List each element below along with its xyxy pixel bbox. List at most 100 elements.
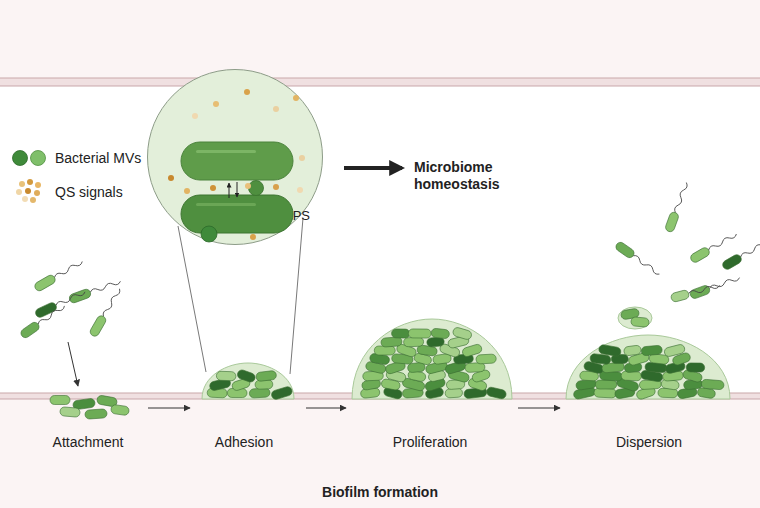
cell-body	[445, 388, 463, 398]
cell-body	[701, 379, 724, 390]
exchange-arrow	[229, 183, 230, 198]
bacterium	[270, 386, 293, 401]
cell-body	[595, 380, 616, 389]
bacterium	[594, 388, 617, 398]
bacterium	[216, 371, 236, 381]
eps-label: EPS	[284, 207, 310, 224]
bacterium	[255, 380, 273, 390]
cell-body	[663, 344, 685, 358]
bacteria-illustration	[19, 181, 760, 419]
qs-dot	[210, 185, 216, 191]
zoom-leader-line	[178, 226, 206, 372]
bacterium	[721, 237, 760, 271]
bacterium	[461, 343, 482, 357]
cell-body	[270, 386, 293, 401]
bacterium	[670, 281, 721, 303]
exchange-arrow	[237, 182, 238, 197]
bacterium	[408, 329, 431, 338]
bacterium	[631, 317, 650, 328]
bacterium-cell	[181, 142, 293, 180]
outcome-label: Microbiome homeostasis	[414, 159, 534, 193]
bacterium	[663, 344, 685, 358]
flagellum	[54, 260, 84, 279]
tissue-bottom	[0, 398, 760, 508]
bacterium	[68, 277, 122, 304]
cell-body	[590, 353, 611, 364]
qs-dot	[16, 189, 22, 195]
mv-symbol	[31, 151, 46, 166]
mv-symbol	[13, 151, 28, 166]
cell-highlight	[196, 150, 256, 153]
cell-body	[60, 407, 81, 418]
bacterium	[452, 327, 473, 341]
qs-dot	[25, 188, 31, 194]
stage-label: Adhesion	[174, 434, 314, 451]
eps-matrix	[566, 335, 730, 399]
bacterium	[89, 287, 124, 338]
bacterium	[621, 371, 642, 381]
bacterium	[33, 258, 84, 293]
flagellum	[37, 304, 66, 326]
cell-body	[256, 370, 277, 381]
bacterium	[664, 181, 690, 233]
cell-body	[255, 380, 273, 390]
bacterium	[391, 329, 409, 338]
bacterium	[110, 404, 129, 415]
bacterium	[689, 273, 741, 299]
cell-body	[381, 337, 403, 348]
bacterium	[686, 363, 705, 372]
cell-body	[686, 363, 705, 372]
cell-body	[374, 346, 395, 355]
qs-dot	[273, 184, 279, 190]
cell-body	[50, 396, 70, 405]
bacterium	[381, 337, 403, 348]
bacterium	[60, 407, 81, 418]
bacterium-cell	[181, 195, 293, 233]
cell-body	[621, 371, 642, 381]
cell-body	[19, 321, 41, 340]
flagellum	[90, 279, 121, 294]
qs-dot	[34, 190, 40, 196]
cell-body	[85, 409, 108, 420]
qs-dot	[168, 175, 174, 181]
flagellum	[632, 254, 661, 276]
legend-mv-swatch	[13, 151, 46, 166]
bacterium	[374, 346, 395, 355]
flagellum	[708, 232, 738, 251]
bacterium	[445, 388, 463, 398]
cell-body	[486, 386, 507, 399]
cell-body	[110, 404, 129, 415]
bacterium	[641, 345, 663, 356]
qs-dot	[293, 95, 299, 101]
result-arrow	[344, 166, 402, 170]
cell-body	[664, 211, 679, 233]
qs-dot	[184, 188, 190, 194]
stage-label: Attachment	[18, 434, 158, 451]
qs-dot	[27, 179, 33, 185]
bacterium	[256, 370, 277, 381]
qs-dot	[19, 181, 25, 187]
eps-matrix	[352, 319, 512, 399]
stage-arrow	[148, 408, 190, 409]
bacterium	[236, 369, 256, 383]
bacterium	[598, 344, 621, 357]
bacterium	[701, 379, 724, 390]
bacterium	[34, 288, 87, 319]
mv-symbol	[201, 226, 217, 242]
flagellum	[740, 239, 760, 258]
qs-dot	[250, 234, 256, 240]
cell-body	[403, 337, 423, 347]
legend-qs-swatch	[16, 179, 41, 203]
qs-dot	[192, 113, 198, 119]
cell-body	[689, 246, 711, 264]
bacterium	[85, 409, 108, 420]
cell-body	[594, 388, 617, 398]
bacterium	[614, 241, 662, 278]
bacterium	[623, 345, 641, 356]
cell-body	[670, 289, 690, 302]
cell-body	[33, 274, 57, 293]
